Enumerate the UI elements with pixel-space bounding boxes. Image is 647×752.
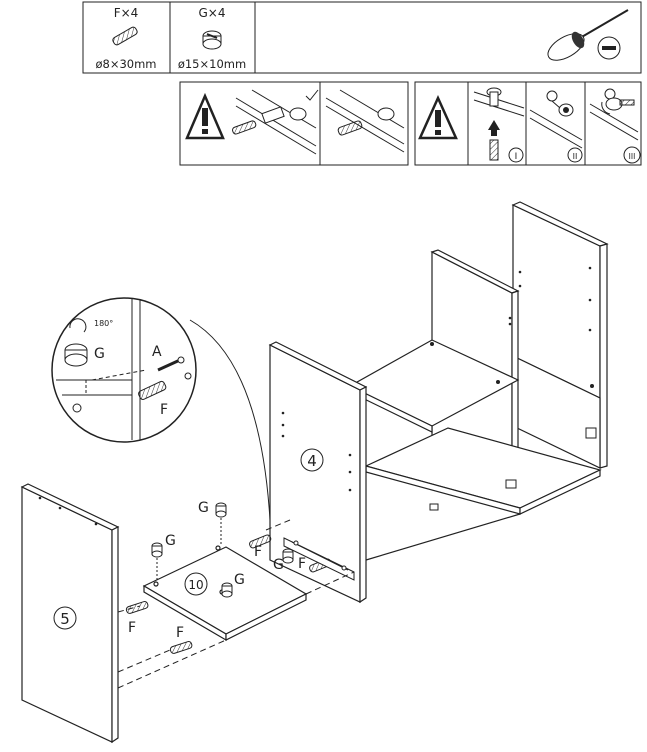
detail-pin-label: A bbox=[152, 344, 162, 360]
label-f-1: F bbox=[128, 620, 136, 636]
warning-box-dowel bbox=[179, 81, 409, 166]
label-g-4: G bbox=[273, 557, 284, 573]
dowel-wrong-illustration bbox=[325, 89, 405, 153]
part-label-10: 10 bbox=[184, 572, 208, 596]
cam-step3-illustration bbox=[589, 88, 639, 141]
cam-lock-icon bbox=[202, 30, 222, 50]
warning-icon bbox=[185, 92, 225, 140]
cam-fitting-g1 bbox=[215, 502, 227, 544]
rotation-label: 180° bbox=[94, 319, 113, 328]
svg-text:10: 10 bbox=[188, 578, 203, 592]
detail-dowel-label: F bbox=[160, 402, 168, 418]
cam-step2-illustration bbox=[529, 90, 583, 149]
dowel-icon bbox=[112, 26, 138, 46]
cabinet-back-side-panel bbox=[511, 201, 609, 469]
step-marker-3: III bbox=[623, 146, 641, 164]
svg-text:I: I bbox=[515, 152, 518, 162]
cam-fitting-g3 bbox=[221, 582, 233, 598]
dowel-correct-illustration bbox=[232, 89, 319, 155]
g-count-label: G×4 bbox=[199, 6, 226, 20]
warning-box-cam: I II III bbox=[414, 81, 642, 166]
step-marker-2: II bbox=[567, 147, 583, 163]
bottom-shelf bbox=[364, 427, 602, 561]
detail-magnifier: 180° G A F bbox=[51, 297, 271, 521]
detail-cam-label: G bbox=[94, 346, 105, 362]
drawer-runner bbox=[283, 537, 355, 581]
f-count-label: F×4 bbox=[114, 6, 139, 20]
dowel-f2 bbox=[169, 641, 193, 654]
cam-fitting-g4 bbox=[282, 548, 294, 564]
part-label-5: 5 bbox=[53, 606, 77, 630]
svg-text:III: III bbox=[629, 152, 636, 161]
f-size-label: ø8×30mm bbox=[95, 57, 156, 71]
cam-fittings-installed bbox=[429, 427, 597, 511]
side-panel-4 bbox=[268, 266, 594, 604]
label-g-2: G bbox=[165, 533, 176, 549]
svg-text:5: 5 bbox=[60, 610, 70, 628]
warning-icon bbox=[418, 94, 458, 140]
g-size-label: ø15×10mm bbox=[178, 57, 246, 71]
cam-fitting-g2 bbox=[151, 542, 163, 582]
svg-text:4: 4 bbox=[307, 452, 317, 470]
cam-detail-icon bbox=[64, 318, 88, 367]
step-marker-1: I bbox=[508, 147, 524, 163]
assembly-guides bbox=[117, 519, 355, 689]
label-g-3: G bbox=[234, 572, 245, 588]
label-f-2: F bbox=[176, 625, 184, 641]
dowel-f3 bbox=[249, 534, 272, 549]
cam-step1-illustration bbox=[473, 87, 525, 161]
dowel-f1 bbox=[125, 601, 149, 614]
hardware-box: F×4 ø8×30mm G×4 ø15×10mm bbox=[82, 1, 642, 74]
label-f-4: F bbox=[298, 556, 306, 572]
label-f-3: F bbox=[254, 544, 262, 560]
label-g-1: G bbox=[198, 500, 209, 516]
dowel-detail-icon bbox=[138, 380, 167, 400]
screwdriver-icon bbox=[547, 9, 629, 61]
pin-detail-icon bbox=[157, 356, 192, 380]
svg-text:II: II bbox=[573, 152, 578, 161]
part-label-4: 4 bbox=[300, 448, 324, 472]
